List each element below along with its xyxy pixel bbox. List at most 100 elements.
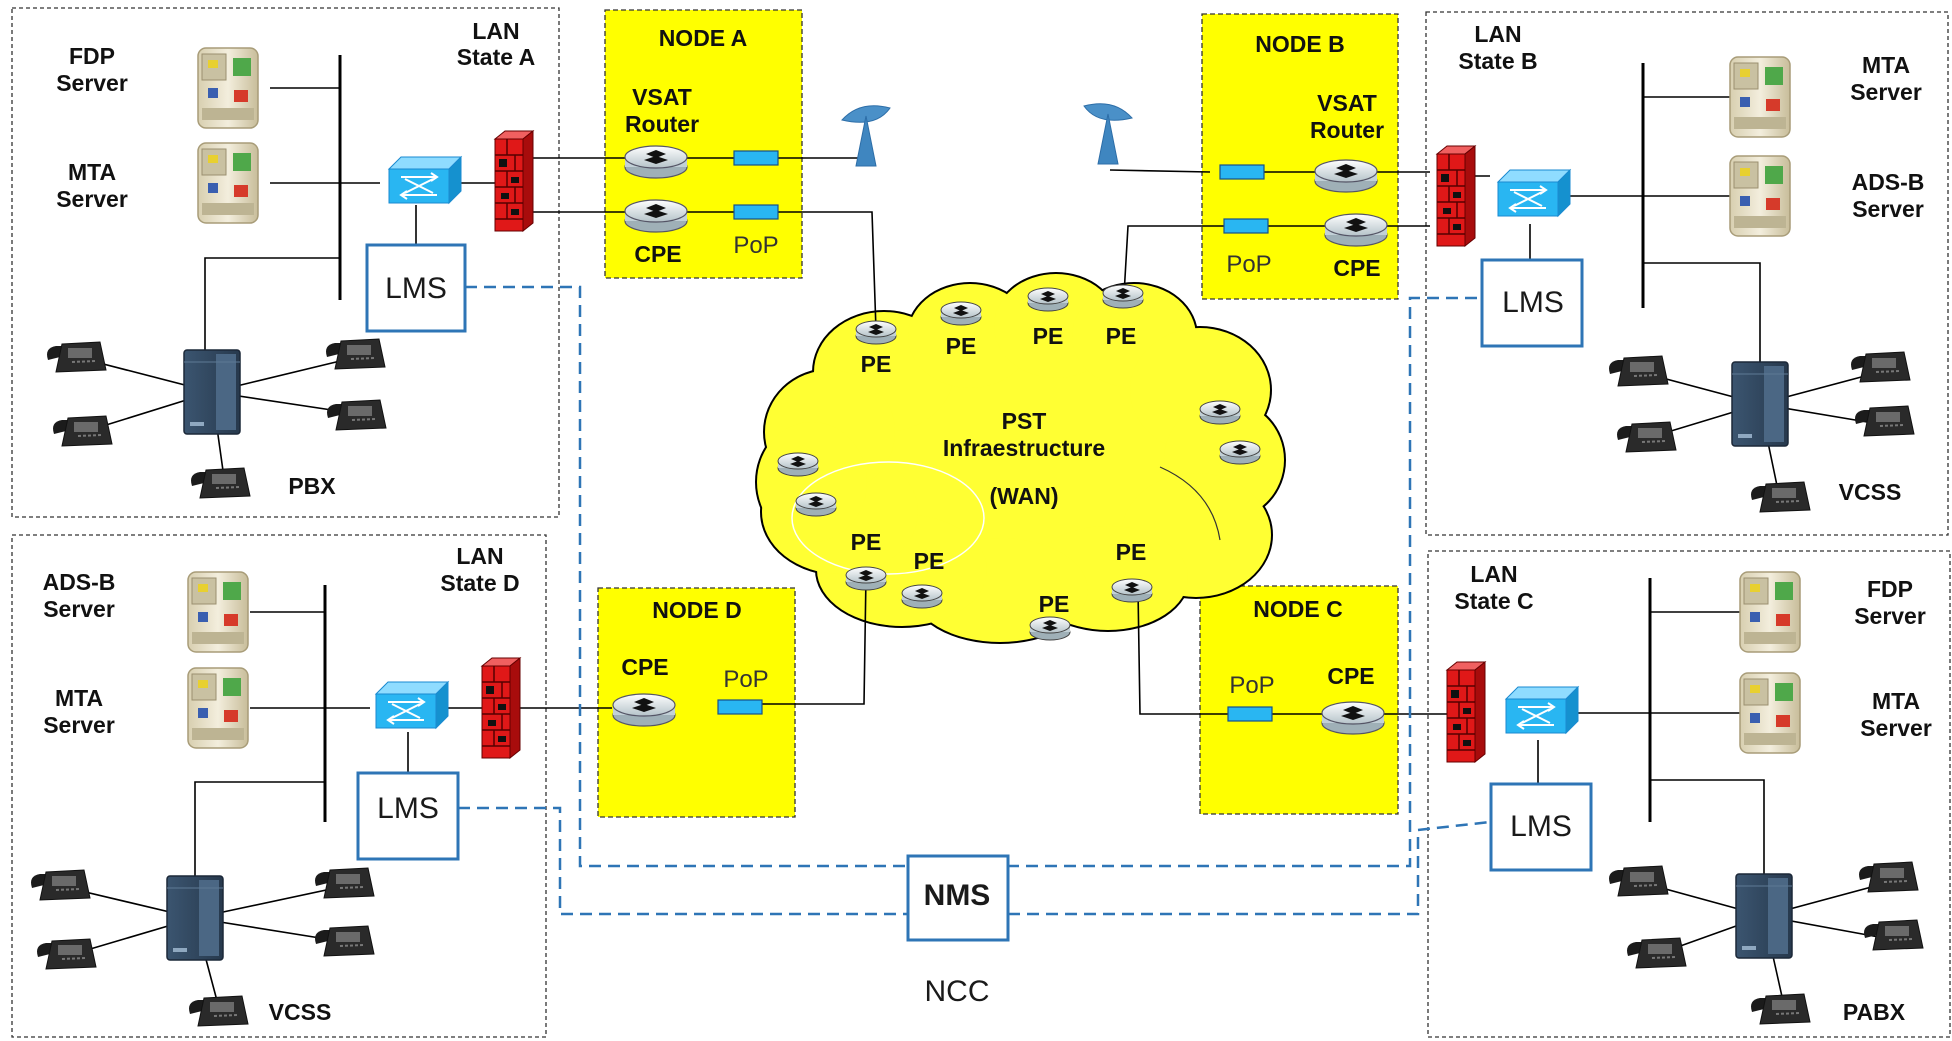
lms-label-d: LMS xyxy=(377,792,439,825)
node-b-pop-pe xyxy=(1123,225,1236,296)
pe-router-icon xyxy=(901,584,943,609)
pe-router-icon xyxy=(1029,616,1071,641)
pe-label: PE xyxy=(1106,323,1137,349)
node-b-title: NODE B xyxy=(1255,31,1344,57)
lan-b-title-1: LAN xyxy=(1474,21,1521,47)
phone-icon xyxy=(190,467,251,499)
wan-label-1: PST xyxy=(1002,408,1047,434)
router-icon xyxy=(624,145,688,179)
pe-router-icon xyxy=(845,566,887,591)
phone-icon xyxy=(325,338,386,370)
lan-c-server2-label-1: MTA xyxy=(1872,688,1920,714)
pe-label: PE xyxy=(1039,591,1070,617)
phone-icon xyxy=(314,925,375,957)
lms-label-a: LMS xyxy=(385,272,447,305)
pe-router-icon xyxy=(795,492,837,517)
phone-icon xyxy=(52,415,113,447)
device-icons xyxy=(30,47,1924,1027)
satellite-dish-icon xyxy=(841,105,891,167)
router-icon xyxy=(1314,159,1378,193)
lan-d-title-1: LAN xyxy=(456,543,503,569)
node-a-vsat-label-2: Router xyxy=(625,111,699,137)
wan-label-3: (WAN) xyxy=(990,483,1059,509)
lan-a-title-2: State A xyxy=(457,44,535,70)
lan-b-pbx-link xyxy=(1643,262,1761,386)
phone-icon xyxy=(30,869,91,901)
lan-a-server2-label-1: MTA xyxy=(68,159,116,185)
node-b-cpe-label: CPE xyxy=(1333,255,1380,281)
pbx-icon xyxy=(166,875,224,961)
node-b-pop-label: PoP xyxy=(1226,251,1271,278)
lan-a-server1-label-2: Server xyxy=(56,70,128,96)
nms-box xyxy=(906,854,1010,942)
lms-box-a xyxy=(365,243,467,333)
lan-b-server1-label-1: MTA xyxy=(1862,52,1910,78)
pe-label: PE xyxy=(851,529,882,555)
phone-icon xyxy=(1616,421,1677,453)
lms-label-c: LMS xyxy=(1510,810,1572,843)
lan-frames xyxy=(11,7,1951,1038)
lan-a-pbx-link xyxy=(204,257,340,382)
node-a-box xyxy=(604,9,803,279)
lms-box-d xyxy=(356,771,460,861)
lan-d-vcss-label: VCSS xyxy=(269,999,332,1025)
phone-icon xyxy=(1854,405,1915,437)
lan-d-frame xyxy=(11,534,547,1038)
node-d-title: NODE D xyxy=(652,597,741,623)
wan-cloud xyxy=(755,272,1286,644)
firewall-icon xyxy=(1446,661,1486,763)
server-icon xyxy=(1729,56,1791,138)
lan-a-title-1: LAN xyxy=(472,18,519,44)
lan-b-frame xyxy=(1425,11,1949,536)
server-icon xyxy=(1729,155,1791,237)
pbx-icon xyxy=(1735,873,1793,959)
node-a-cpe-label: CPE xyxy=(634,241,681,267)
lan-c-server1-label-2: Server xyxy=(1854,603,1926,629)
switch-icon xyxy=(1505,686,1579,734)
ncc-label: NCC xyxy=(925,975,990,1008)
pop-icon xyxy=(1223,218,1269,234)
management-link xyxy=(458,806,908,916)
lan-b-server2-label-1: ADS-B xyxy=(1852,169,1925,195)
pop-icon xyxy=(1227,706,1273,722)
lan-c-pabx-label: PABX xyxy=(1843,999,1906,1025)
server-icon xyxy=(197,142,259,224)
node-a-title: NODE A xyxy=(659,25,748,51)
pe-router-icon xyxy=(1102,284,1144,309)
node-b-vsat-label-2: Router xyxy=(1310,117,1384,143)
node-c-pe-cpe xyxy=(1137,589,1380,715)
switch-icon xyxy=(388,156,462,204)
phone-icon xyxy=(1608,355,1669,387)
server-icon xyxy=(1739,571,1801,653)
nms-label: NMS xyxy=(924,879,991,912)
lan-b-title-2: State B xyxy=(1458,48,1537,74)
lan-b-vcss-label: VCSS xyxy=(1839,479,1902,505)
pe-label: PE xyxy=(946,333,977,359)
lms-label-b: LMS xyxy=(1502,286,1564,319)
node-b-box xyxy=(1201,13,1399,300)
lan-b-server1-label-2: Server xyxy=(1850,79,1922,105)
node-a-cpe-pe xyxy=(656,211,877,331)
router-icon xyxy=(1321,701,1385,735)
satellite-dish-icon xyxy=(1083,103,1133,165)
lan-c-frame xyxy=(1427,550,1951,1038)
firewall-icon xyxy=(1436,145,1476,247)
node-b-dish-link xyxy=(1109,169,1211,173)
pe-router-icon xyxy=(855,320,897,345)
lan-d-server1-label-1: ADS-B xyxy=(43,569,116,595)
pe-label: PE xyxy=(914,548,945,574)
firewall-icon xyxy=(494,130,534,232)
node-c-cpe-label: CPE xyxy=(1327,663,1374,689)
pe-router-icon xyxy=(1219,440,1261,465)
switch-icon xyxy=(1497,169,1571,217)
pop-icon xyxy=(733,204,779,220)
cloud-inner-ring xyxy=(791,461,985,575)
pe-router-icon xyxy=(1111,578,1153,603)
router-icon xyxy=(624,199,688,233)
lan-d-pbx-link xyxy=(194,781,325,915)
phone-icon xyxy=(1608,865,1669,897)
pe-label: PE xyxy=(1033,323,1064,349)
lms-box-b xyxy=(1480,258,1584,348)
node-a-vsat-label-1: VSAT xyxy=(632,84,692,110)
